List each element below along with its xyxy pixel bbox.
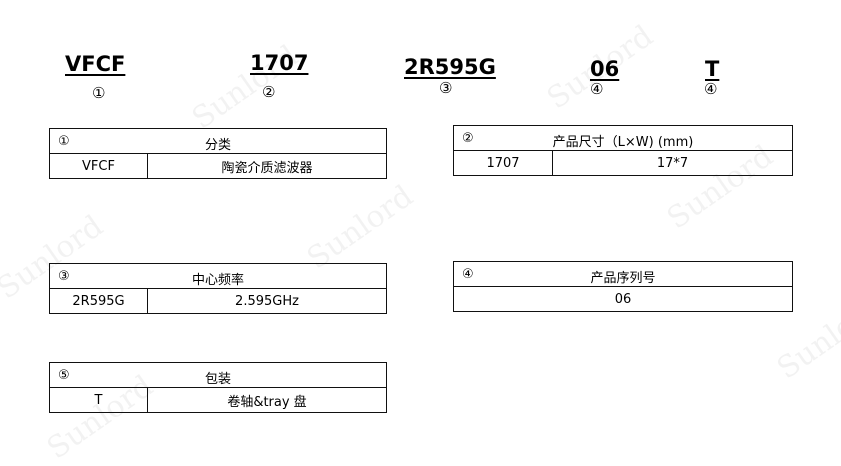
size-code: 1707 [453, 150, 553, 176]
serial-title: 产品序列号 [590, 271, 656, 286]
part-code-packaging: T [705, 57, 720, 81]
part-marker-serial: ④ [590, 80, 604, 98]
part-code-size: 1707 [250, 51, 309, 75]
part-marker-packaging: ④ [704, 80, 718, 98]
packaging-code: T [49, 387, 148, 413]
packaging-table: ⑤ 包装 T 卷轴&tray 盘 [49, 362, 387, 413]
size-value: 17*7 [552, 150, 793, 176]
classification-table: ① 分类 VFCF 陶瓷介质滤波器 [49, 128, 387, 179]
serial-value: 06 [453, 286, 793, 312]
serial-marker: ④ [462, 266, 474, 282]
part-code-series: VFCF [65, 52, 126, 76]
frequency-code: 2R595G [49, 288, 148, 314]
packaging-header: ⑤ 包装 [49, 362, 387, 388]
frequency-table: ③ 中心频率 2R595G 2.595GHz [49, 263, 387, 314]
size-title: 产品尺寸（L×W) (mm) [552, 135, 694, 150]
part-marker-series: ① [92, 84, 106, 102]
frequency-marker: ③ [58, 268, 70, 284]
serial-table: ④ 产品序列号 06 [453, 261, 793, 312]
frequency-header: ③ 中心频率 [49, 263, 387, 289]
serial-header: ④ 产品序列号 [453, 261, 793, 287]
part-marker-frequency: ③ [439, 79, 453, 97]
packaging-value: 卷轴&tray 盘 [147, 387, 387, 413]
classification-header: ① 分类 [49, 128, 387, 154]
part-marker-size: ② [262, 83, 276, 101]
size-header: ② 产品尺寸（L×W) (mm) [453, 125, 793, 151]
frequency-value: 2.595GHz [147, 288, 387, 314]
packaging-title: 包装 [204, 372, 231, 387]
classification-code: VFCF [49, 153, 148, 179]
packaging-marker: ⑤ [58, 367, 70, 383]
part-code-frequency: 2R595G [404, 55, 496, 79]
frequency-title: 中心频率 [191, 273, 244, 288]
watermark: Sunlord [300, 178, 420, 277]
classification-title: 分类 [204, 138, 231, 153]
classification-value: 陶瓷介质滤波器 [147, 153, 387, 179]
size-marker: ② [462, 130, 474, 146]
classification-marker: ① [58, 133, 70, 149]
part-code-serial: 06 [590, 57, 620, 81]
size-table: ② 产品尺寸（L×W) (mm) 1707 17*7 [453, 125, 793, 176]
